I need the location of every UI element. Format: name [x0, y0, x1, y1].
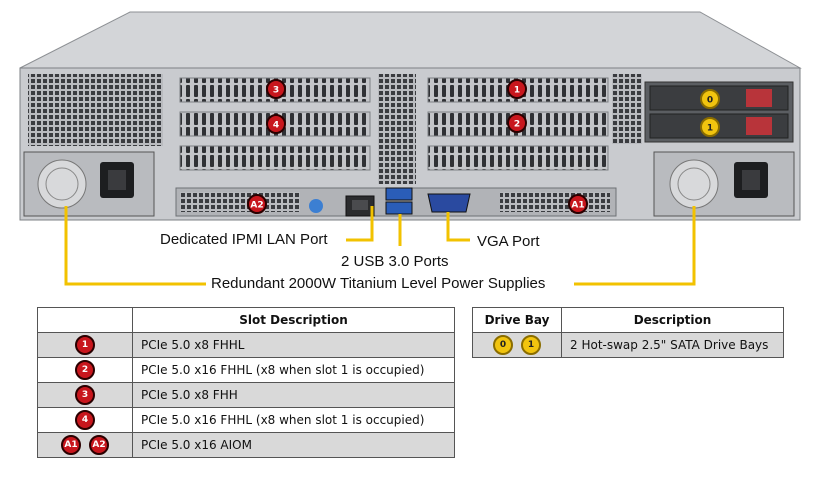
badge-slot-2: 2 [514, 120, 520, 130]
slot-table-badge: 1 [75, 335, 95, 355]
slot-table-badge: 4 [75, 410, 95, 430]
slot-table-description: PCIe 5.0 x16 FHHL (x8 when slot 1 is occ… [132, 407, 455, 433]
vga-port [427, 193, 471, 213]
slot-table-row: 2 PCIe 5.0 x16 FHHL (x8 when slot 1 is oc… [37, 357, 455, 383]
slot-table-description: PCIe 5.0 x16 AIOM [132, 432, 455, 458]
slot-table-badge-cell: 3 [37, 382, 133, 408]
slot-table-badge-cell: 1 [37, 332, 133, 358]
usb-port-lower [385, 201, 413, 215]
ipmi-callout-label: Dedicated IPMI LAN Port [160, 231, 328, 249]
slot-table-badge: 2 [75, 360, 95, 380]
badge-slot-1: 1 [514, 86, 520, 96]
slot-table-row: 1 PCIe 5.0 x8 FHHL [37, 332, 455, 358]
badge-aiom-a1: A1 [571, 201, 584, 211]
chassis-badges: 3 1 4 2 A2 A1 0 1 [247, 79, 720, 214]
badge-bay-0: 0 [707, 96, 713, 106]
callout-lines [64, 206, 696, 286]
psu-callout-label: Redundant 2000W Titanium Level Power Sup… [211, 275, 546, 293]
slot-table-badge: 3 [75, 385, 95, 405]
vga-callout-label: VGA Port [477, 233, 540, 251]
badge-aiom-a2: A2 [250, 201, 263, 211]
drive-table-header-bay: Drive Bay [472, 307, 562, 333]
slot-table-description: PCIe 5.0 x8 FHHL [132, 332, 455, 358]
slot-table-badge: A1 [61, 435, 81, 455]
chassis-top [19, 11, 802, 69]
drive-table-description: 2 Hot-swap 2.5" SATA Drive Bays [561, 332, 784, 358]
slot-table-description: PCIe 5.0 x16 FHHL (x8 when slot 1 is occ… [132, 357, 455, 383]
slot-table-badge: A2 [89, 435, 109, 455]
slot-table-badge-cell: 2 [37, 357, 133, 383]
drive-table-badge: 1 [521, 335, 541, 355]
slot-table-row: 4 PCIe 5.0 x16 FHHL (x8 when slot 1 is oc… [37, 407, 455, 433]
drive-table-badge: 0 [493, 335, 513, 355]
badge-slot-3: 3 [273, 86, 279, 96]
slot-table-header-icon [37, 307, 133, 333]
server-rear-view: 3 1 4 2 A2 A1 0 1 [19, 11, 802, 286]
usb-callout-label: 2 USB 3.0 Ports [341, 253, 449, 271]
slot-table-description: PCIe 5.0 x8 FHH [132, 382, 455, 408]
badge-bay-1: 1 [707, 124, 713, 134]
slot-table-badge-cell: 4 [37, 407, 133, 433]
slot-table-row: A1 A2 PCIe 5.0 x16 AIOM [37, 432, 455, 458]
slot-table-badge-cell: A1 A2 [37, 432, 133, 458]
slot-table-header-desc: Slot Description [132, 307, 455, 333]
badge-slot-4: 4 [273, 121, 279, 131]
drive-table-header-desc: Description [561, 307, 784, 333]
slot-table-row: 3 PCIe 5.0 x8 FHH [37, 382, 455, 408]
usb-port-upper [385, 187, 413, 201]
